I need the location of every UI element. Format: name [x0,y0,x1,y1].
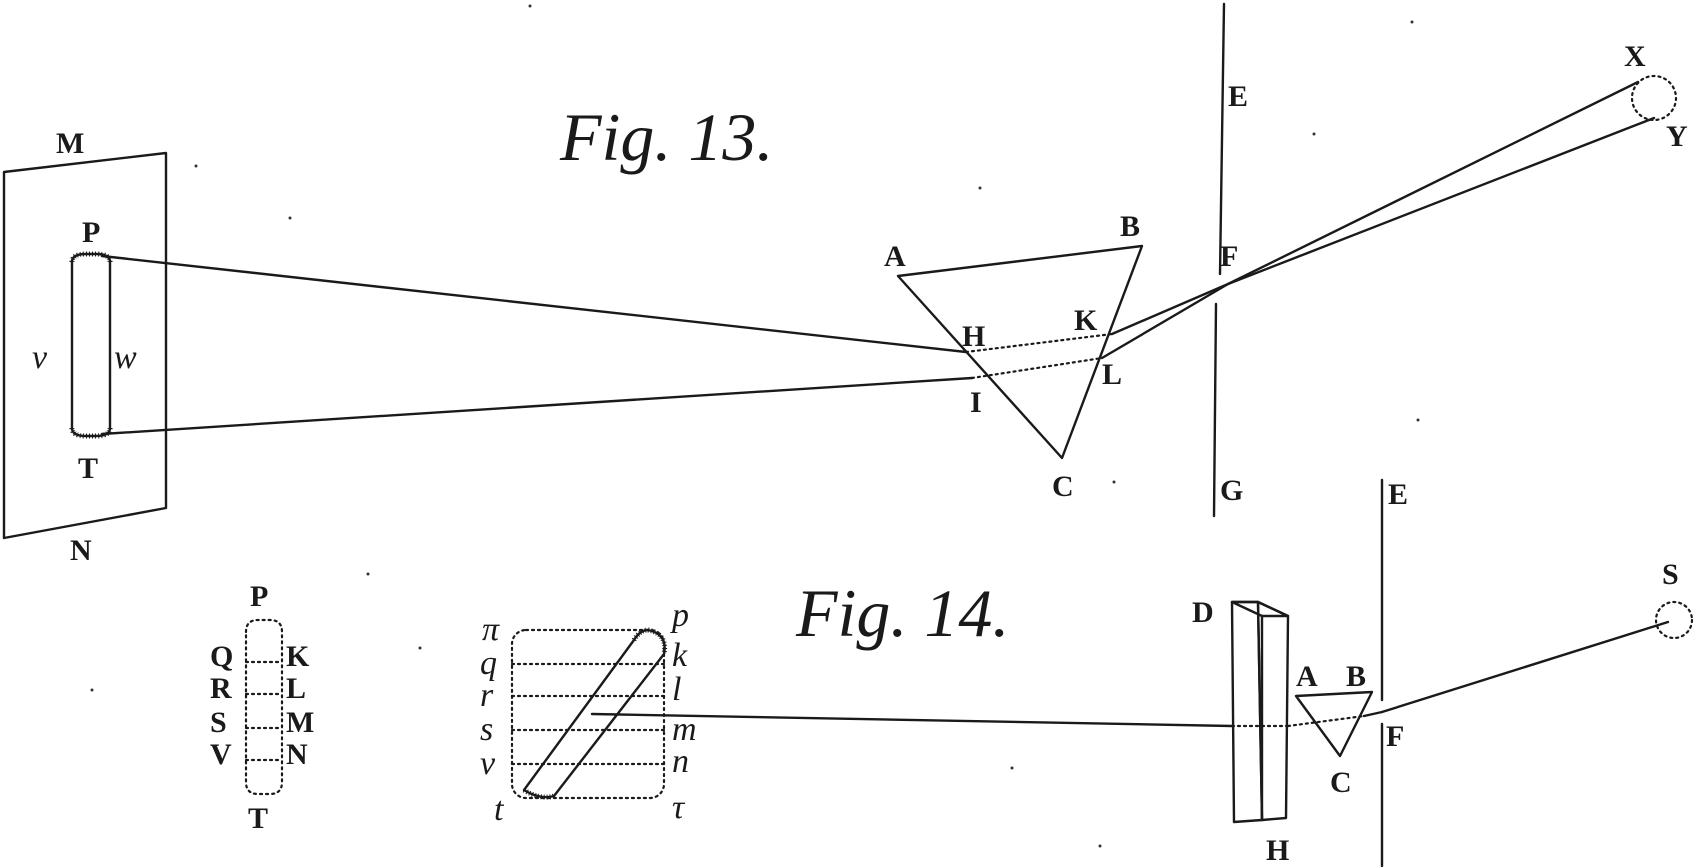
fig14-title: Fig. 14. [795,575,1009,651]
fig14-ray-f-s [1380,620,1670,714]
ink-speck-13 [1410,20,1414,24]
fig14-label-v: V [210,738,232,771]
fig14-oblique-frame [510,628,666,800]
fig14-prism-abc-inner-ray [1286,714,1366,728]
fig14-label-q-small: q [480,645,497,682]
fig13-label-f: F [1220,240,1238,273]
fig13-label-g: G [1220,474,1243,507]
fig14-label-c: C [1330,766,1352,799]
fig14-label-b: B [1346,660,1366,693]
fig13-ray-l-f [1100,282,1230,360]
fig14-main-ray [590,712,1234,728]
fig13-label-h: H [962,320,985,353]
fig14-sun [1654,600,1694,640]
ink-speck-9 [418,646,422,650]
fig14-label-s-small: s [480,711,493,748]
fig13-label-v: v [32,339,48,376]
plate-specks [90,4,1420,848]
fig14-label-v-small: v [480,745,496,782]
fig14-oblique-spectrum: π p t τ q r s v k l m n [480,597,697,828]
ink-speck-7 [1112,480,1116,484]
fig13-ray-f-x [1226,80,1640,286]
fig14-label-d: D [1192,596,1214,629]
figure-13: Fig. 13. M N P T v w A B C H I K L [2,2,1688,567]
fig14-prism-abc: A B C [1286,660,1374,799]
ink-speck-1 [528,4,532,8]
fig13-label-i: I [970,386,982,419]
ink-speck-11 [1010,766,1014,770]
fig14-label-p-small: p [670,597,689,634]
ink-speck-5 [1312,132,1316,136]
fig13-board-upper [1218,2,1226,276]
fig13-label-b: B [1120,210,1140,243]
fig14-label-r: R [210,672,232,705]
fig13-ray-f-y [1226,116,1656,286]
fig14-label-m: M [286,706,314,739]
fig14-oblique-top-edge [631,627,668,655]
fig13-sun [1630,74,1678,122]
fig13-label-p: P [82,216,100,249]
fig13-board-lower [1212,302,1218,518]
fig14-label-tau: τ [672,789,686,826]
fig14-label-s: S [210,706,227,739]
fig14-label-n-small: n [672,743,689,780]
fig13-screen [2,151,168,540]
fig13-spectrum-image [70,252,112,438]
fig14-prism-abc-outline [1294,690,1374,758]
fig14-label-n: N [286,738,308,771]
ink-speck-2 [194,164,198,168]
fig14-label-k-small: k [672,637,688,674]
fig14-label-s-sun: S [1662,558,1679,591]
figure-14: Fig. 14. P T Q R S V K L M N [210,478,1694,868]
fig14-label-e: E [1388,478,1408,511]
fig14-label-q: Q [210,640,233,673]
fig14-label-l-small: l [672,671,681,708]
fig13-inner-ray-il [970,356,1104,380]
fig14-ray-to-hole [1362,710,1384,718]
ink-speck-12 [1098,844,1102,848]
fig14-label-h: H [1266,834,1289,867]
fig14-label-a: A [1296,660,1318,693]
ink-speck-10 [90,688,94,692]
fig13-title: Fig. 13. [559,99,773,175]
fig14-label-p: P [250,580,268,613]
ink-speck-8 [366,572,370,576]
fig14-label-l: L [286,672,306,705]
fig13-inner-ray-hk [964,332,1114,354]
fig13-ray-t-i [100,376,974,436]
fig14-label-k: K [286,640,310,673]
fig14-spectrum: P T Q R S V K L M N [210,580,314,835]
fig13-label-w: w [114,339,137,376]
fig13-label-y: Y [1666,120,1688,153]
fig13-label-n: N [70,534,92,567]
fig13-label-e: E [1228,80,1248,113]
fig13-label-m: M [56,127,84,160]
fig13-label-k: K [1074,304,1098,337]
fig13-ray-p-h [100,254,968,354]
fig14-label-r-small: r [480,677,494,714]
ink-speck-4 [978,186,982,190]
fig13-label-t: T [78,452,98,485]
fig13-ray-k-f [1110,282,1230,336]
fig14-label-f: F [1386,720,1404,753]
fig14-label-t: T [248,802,268,835]
fig14-spectrum-outline [244,618,284,796]
fig13-label-a: A [884,240,906,273]
ink-speck-6 [1416,418,1420,422]
fig13-label-x: X [1624,40,1646,73]
fig14-prism-dh: D H [1192,596,1289,867]
fig13-label-c: C [1052,470,1074,503]
fig13-label-l: L [1102,358,1122,391]
fig14-label-pi: π [482,611,500,648]
fig14-label-m-small: m [672,711,697,748]
fig14-prism-dh-side [1256,600,1290,822]
ink-speck-3 [288,216,292,220]
fig14-label-t-small: t [494,791,505,828]
fig13-prism [896,244,1144,460]
